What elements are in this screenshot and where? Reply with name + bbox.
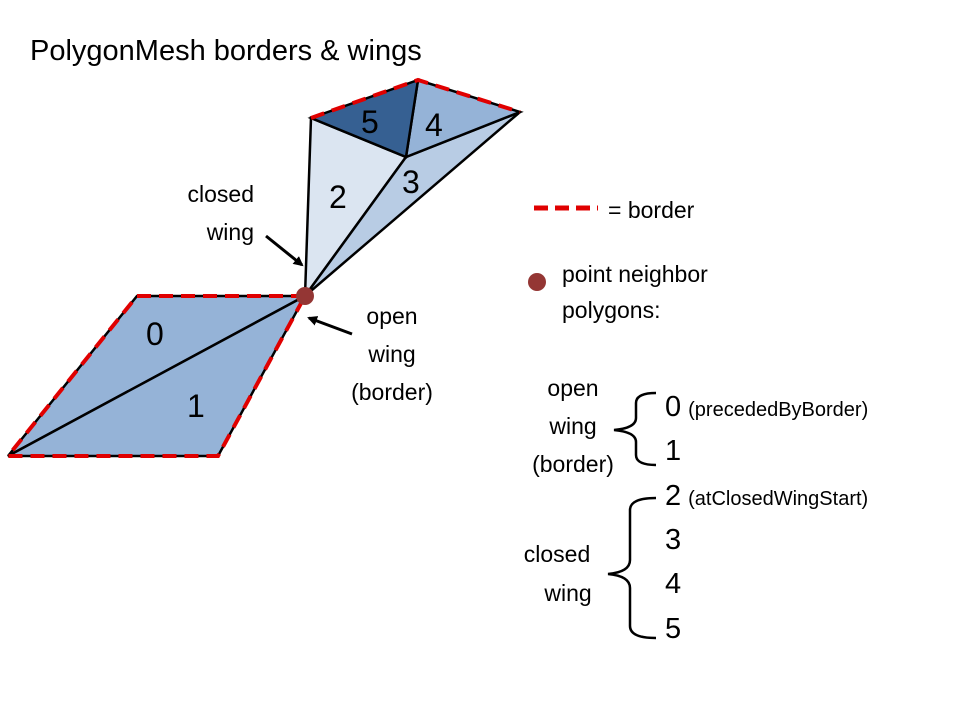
legend-border-label: = border bbox=[608, 197, 695, 223]
polygon-label-5: 5 bbox=[361, 104, 379, 140]
list-entry-0-note: (precededByBorder) bbox=[688, 399, 868, 421]
list-entry-2-note: (atClosedWingStart) bbox=[688, 488, 868, 510]
open-wing-label-line3: (border) bbox=[351, 379, 433, 405]
shared-point-marker bbox=[296, 287, 314, 305]
list-entry-1-index: 1 bbox=[665, 435, 681, 467]
list-entry-2: 2 (atClosedWingStart) bbox=[665, 480, 868, 512]
closed-wing-label-line1: closed bbox=[188, 181, 254, 207]
legend-point-marker bbox=[528, 273, 546, 291]
list-entry-0: 0 (precededByBorder) bbox=[665, 391, 868, 423]
lower-border-dashes bbox=[3, 294, 307, 458]
list-entry-2-index: 2 bbox=[665, 480, 681, 512]
polygon-label-3: 3 bbox=[402, 164, 420, 200]
polygon-label-2: 2 bbox=[329, 179, 347, 215]
list-entry-0-index: 0 bbox=[665, 391, 681, 423]
upper-border-dashes bbox=[310, 77, 521, 120]
list-open-wing-line3: (border) bbox=[532, 451, 614, 477]
closed-wing-arrow bbox=[265, 234, 304, 267]
list-open-wing-line2: wing bbox=[548, 413, 596, 439]
open-wing-label-line2: wing bbox=[367, 341, 415, 367]
list-closed-wing-line1: closed bbox=[524, 541, 590, 567]
open-wing-label-line1: open bbox=[366, 303, 417, 329]
list-entry-3-index: 3 bbox=[665, 524, 681, 556]
list-entry-4-index: 4 bbox=[665, 568, 681, 600]
legend-point-label-line2: polygons: bbox=[562, 297, 660, 323]
closed-wing-brace bbox=[607, 496, 657, 640]
polygon-1 bbox=[7, 292, 309, 458]
page-title: PolygonMesh borders & wings bbox=[30, 35, 422, 67]
polygon-label-1: 1 bbox=[187, 388, 205, 424]
polygon-label-4: 4 bbox=[425, 107, 443, 143]
list-open-wing-line1: open bbox=[547, 375, 598, 401]
open-wing-brace bbox=[613, 391, 657, 467]
polygon-label-0: 0 bbox=[146, 316, 164, 352]
closed-wing-label-line2: wing bbox=[206, 219, 254, 245]
list-closed-wing-line2: wing bbox=[543, 580, 591, 606]
open-wing-arrow bbox=[307, 316, 353, 336]
list-entry-5-index: 5 bbox=[665, 613, 681, 645]
legend-point-label-line1: point neighbor bbox=[562, 261, 708, 287]
